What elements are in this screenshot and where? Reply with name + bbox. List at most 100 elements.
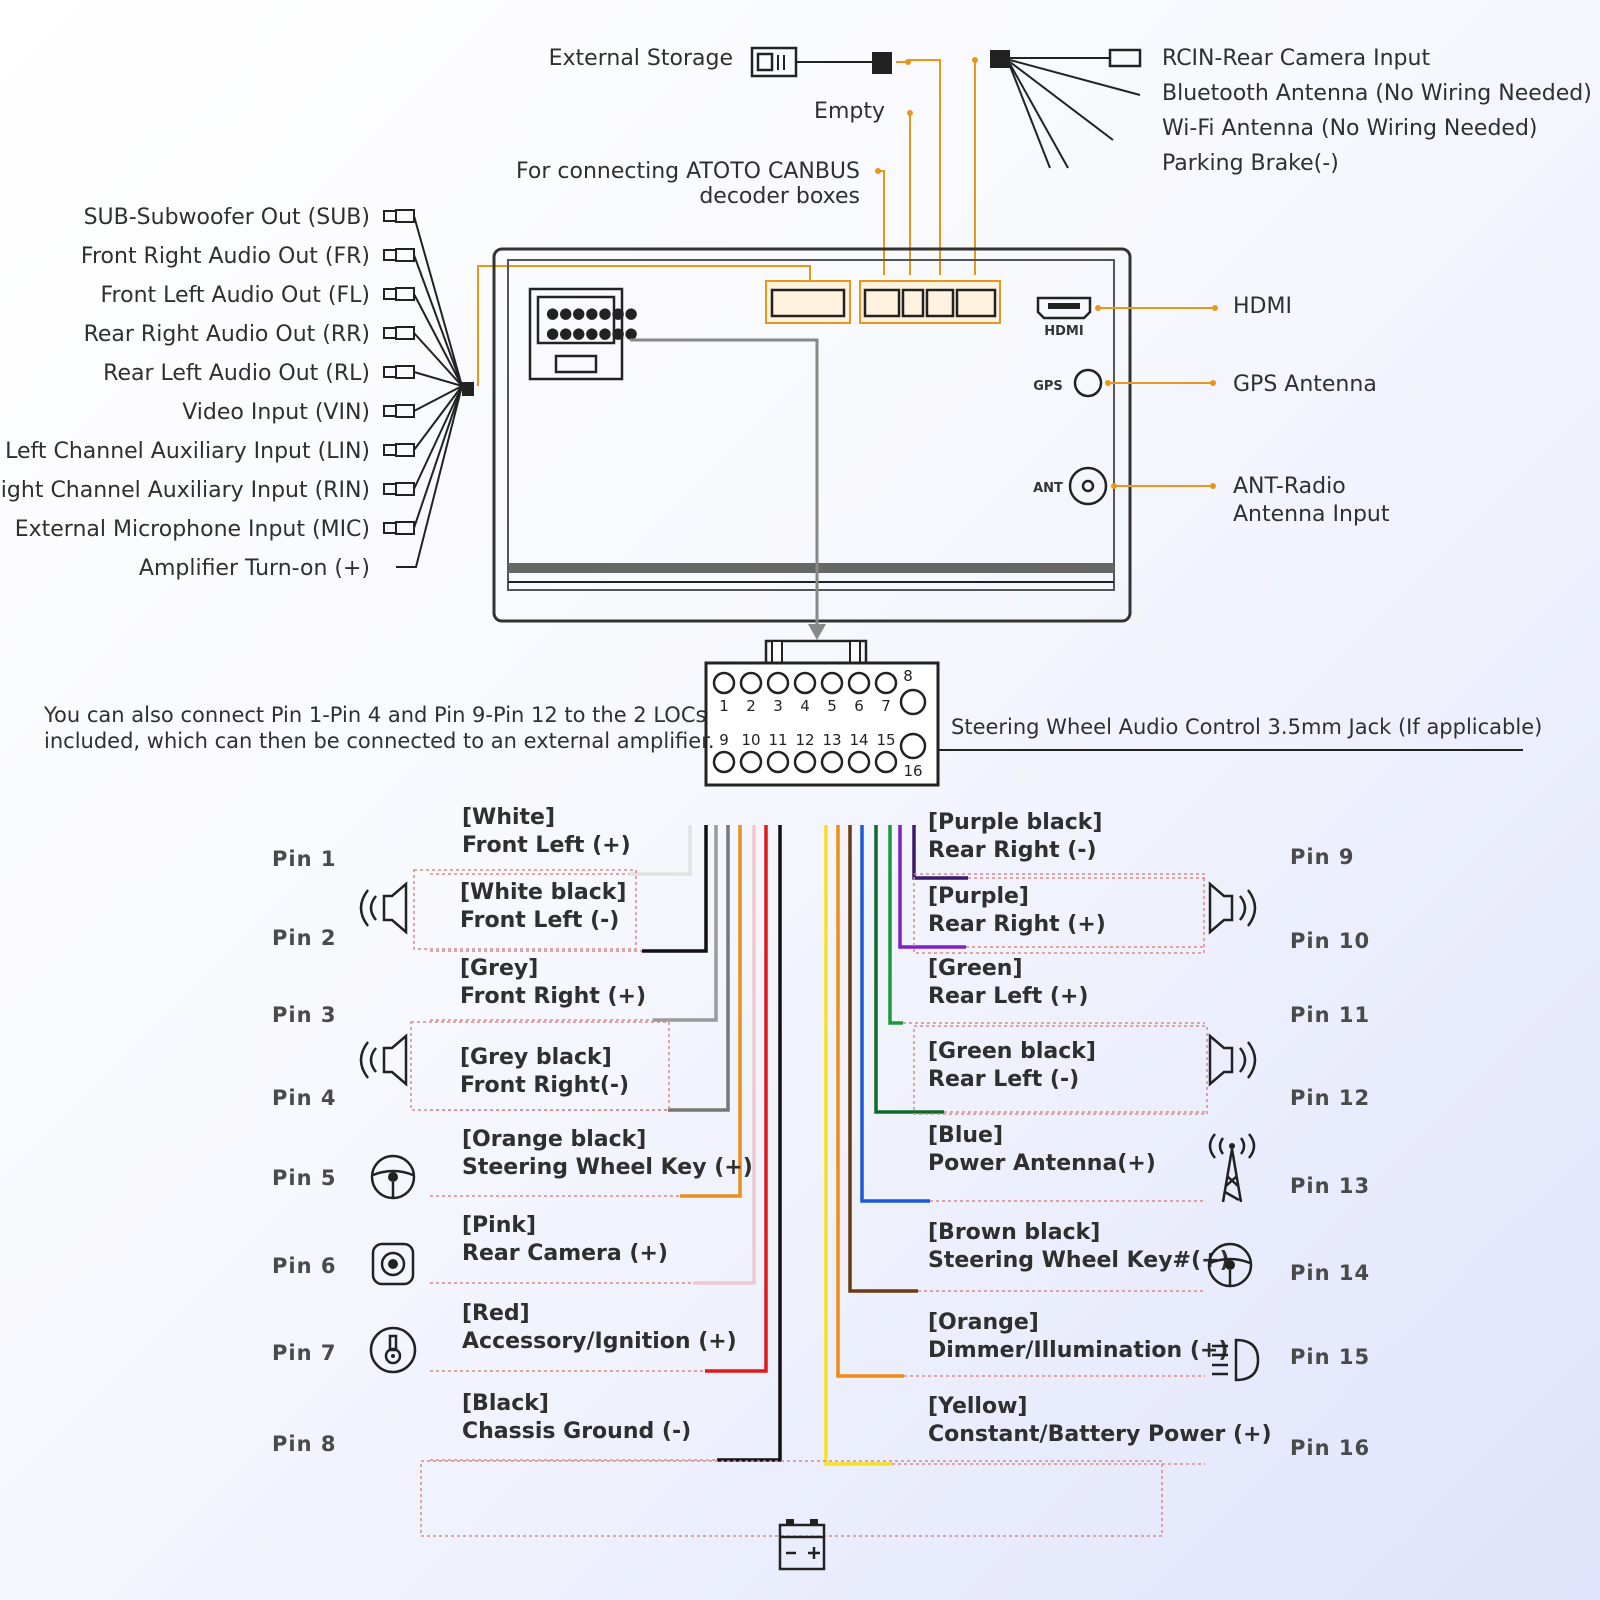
pin-number-label: Pin 2 xyxy=(272,926,336,950)
plug-pin-hole xyxy=(793,750,817,774)
rcin-label: RCIN-Rear Camera Input xyxy=(1162,46,1430,71)
usb-wire xyxy=(896,59,941,275)
loc-note-line2: included, which can then be connected to… xyxy=(44,729,715,753)
plug-pin-hole xyxy=(820,671,844,695)
hdmi-port-label: HDMI xyxy=(1044,324,1083,339)
wire-function-label: Rear Right (-) xyxy=(928,838,1097,863)
wire-color-label: [Red] xyxy=(462,1301,530,1326)
wire-function-label: Rear Right (+) xyxy=(928,912,1106,937)
pin-number-label: Pin 15 xyxy=(1290,1345,1370,1369)
speaker-icon xyxy=(359,881,408,935)
camera-bundle xyxy=(990,48,1142,169)
gps-port-label: GPS xyxy=(1033,379,1063,394)
wire-function-label: Steering Wheel Key (+) xyxy=(462,1155,753,1180)
plug-pin-hole xyxy=(874,750,898,774)
pin-number-label: Pin 12 xyxy=(1290,1086,1370,1110)
rca-label: Left Channel Auxiliary Input (LIN) xyxy=(5,439,370,464)
canbus-label-line2: decoder boxes xyxy=(699,184,860,209)
multipin-connectors xyxy=(765,280,1001,324)
plug-pin-hole xyxy=(874,671,898,695)
rca-plug-icon xyxy=(383,404,415,418)
wire-line xyxy=(705,825,768,1373)
amp-turnon-wire xyxy=(396,385,463,568)
wire-line xyxy=(629,825,692,876)
rca-bundle-wire xyxy=(477,265,811,386)
wifi-label: Wi-Fi Antenna (No Wiring Needed) xyxy=(1162,116,1538,141)
wire-function-label: Rear Left (-) xyxy=(928,1067,1079,1092)
rca-label: SUB-Subwoofer Out (SUB) xyxy=(84,205,370,230)
plug-pin-number: 1 xyxy=(719,697,729,715)
wire-color-label: [Green black] xyxy=(928,1039,1096,1064)
plug-pin-number: 15 xyxy=(876,731,895,749)
wire-function-label: Chassis Ground (-) xyxy=(462,1419,691,1444)
wire-line xyxy=(717,825,782,1462)
rca-label: Front Right Audio Out (FR) xyxy=(81,244,370,269)
rca-list: SUB-Subwoofer Out (SUB) Front Right Audio… xyxy=(0,205,463,581)
rca-label: Amplifier Turn-on (+) xyxy=(139,556,370,581)
top-section: External Storage Empty For connecting AT… xyxy=(516,46,1592,275)
ignition-icon xyxy=(369,1326,417,1374)
ant-label-line2: Antenna Input xyxy=(1233,502,1390,527)
pin-number-label: Pin 3 xyxy=(272,1003,336,1027)
wire-function-label: Accessory/Ignition (+) xyxy=(462,1329,737,1354)
pin-number-label: Pin 11 xyxy=(1290,1003,1370,1027)
wire-color-label: [Yellow] xyxy=(928,1394,1027,1419)
empty-label: Empty xyxy=(814,99,885,124)
plug-pin-hole xyxy=(847,750,871,774)
gps-port: GPS xyxy=(1033,368,1103,398)
right-wires xyxy=(824,825,1205,1466)
rca-plug-icon xyxy=(383,248,415,262)
wire-line xyxy=(653,825,718,1022)
wire-function-label: Front Left (+) xyxy=(462,833,631,858)
hdmi-port: HDMI xyxy=(1036,296,1092,339)
speaker-icon xyxy=(1208,881,1257,935)
plug-pin-number: 9 xyxy=(719,731,729,749)
pin-number-label: Pin 1 xyxy=(272,847,336,871)
wire-function-label: Constant/Battery Power (+) xyxy=(928,1422,1272,1447)
ant-label-line1: ANT-Radio xyxy=(1233,474,1346,499)
head-unit: ●●●●●●● ●●●●●●● HDMI HDMI GPS xyxy=(492,247,1390,640)
rca-plug-icon xyxy=(1108,48,1142,68)
rear-left-group-box xyxy=(913,1025,1208,1115)
plug-pin-hole xyxy=(847,671,871,695)
speaker-icon xyxy=(1208,1033,1257,1087)
battery-icon xyxy=(778,1519,826,1571)
plug-pin-number: 5 xyxy=(827,697,837,715)
plug-pin-number: 10 xyxy=(741,731,760,749)
parking-brake-label: Parking Brake(-) xyxy=(1162,151,1339,176)
pin-number-label: Pin 6 xyxy=(272,1254,336,1278)
pin-number-label: Pin 16 xyxy=(1290,1436,1370,1460)
plug-pin-number: 16 xyxy=(903,762,922,780)
wire-line xyxy=(824,825,892,1466)
wire-color-label: [Orange] xyxy=(928,1310,1039,1335)
pin-number-label: Pin 8 xyxy=(272,1432,336,1456)
wire-line xyxy=(642,825,708,953)
wire-line xyxy=(668,825,730,1112)
wire-function-label: Rear Left (+) xyxy=(928,984,1088,1009)
svg-text:●●●●●●●: ●●●●●●● xyxy=(546,304,638,322)
steering-wheel-icon xyxy=(1207,1242,1253,1288)
rca-plug-icon xyxy=(383,521,415,535)
plug-pin-number: 12 xyxy=(795,731,814,749)
headlight-icon xyxy=(1212,1338,1260,1382)
gps-label: GPS Antenna xyxy=(1233,372,1377,397)
wire-line xyxy=(898,825,966,949)
wire-line xyxy=(860,825,930,1203)
wire-line xyxy=(680,825,742,1198)
hdmi-label: HDMI xyxy=(1233,294,1292,319)
wire-line xyxy=(836,825,904,1378)
wire-line xyxy=(693,825,756,1285)
pin-number-label: Pin 14 xyxy=(1290,1261,1370,1285)
rca-plug-icon xyxy=(383,209,415,223)
left-wires xyxy=(430,825,782,1462)
wire-function-label: Steering Wheel Key#(+) xyxy=(928,1248,1230,1273)
steering-wheel-icon xyxy=(370,1154,416,1200)
rca-label: Video Input (VIN) xyxy=(182,400,370,425)
wire-color-label: [Purple black] xyxy=(928,810,1102,835)
canbus-label-line1: For connecting ATOTO CANBUS xyxy=(516,159,860,184)
rca-label: External Microphone Input (MIC) xyxy=(15,517,370,542)
